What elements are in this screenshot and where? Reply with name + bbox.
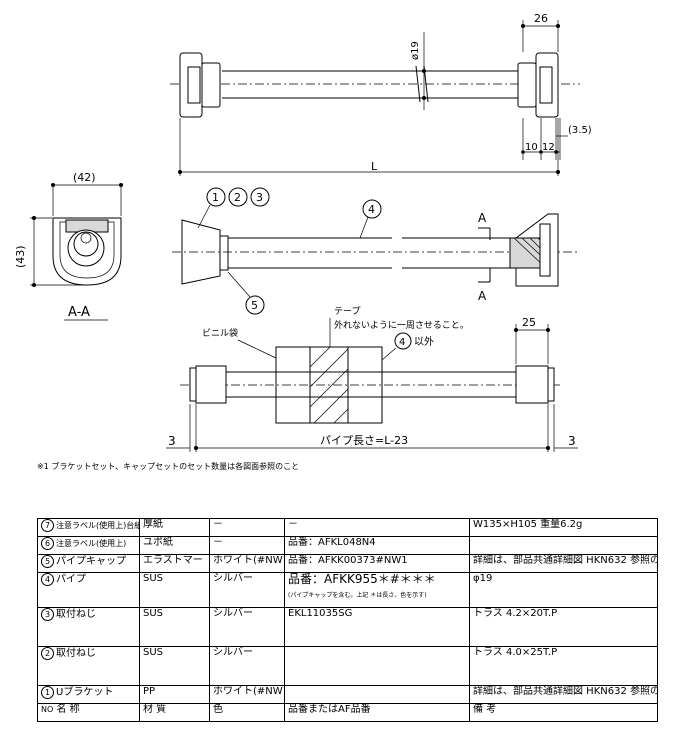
header-part-no: 品番またはAF品番 (284, 703, 470, 722)
dim-42: (42) (73, 171, 96, 184)
dim-25: 25 (522, 316, 536, 329)
balloon-5: 5 (251, 299, 258, 312)
dim-26: 26 (534, 12, 548, 25)
row3-remarks: トラス 4.2×20T.P (469, 607, 658, 647)
dim-pipe-length: パイプ長さ=L-23 (320, 434, 408, 447)
section-marker-a-bottom: A (478, 289, 487, 303)
dim-10: 10 (525, 142, 538, 153)
section-label: A-A (68, 305, 90, 320)
label-tape-note: 外れないように一周させること。 (334, 319, 469, 331)
balloon-1: 1 (212, 191, 219, 204)
row3-material: SUS (139, 607, 210, 647)
row1-part-no (284, 685, 470, 704)
section-marker-a-top: A (478, 211, 487, 225)
row5-remarks: 詳細は、部品共通詳細図 HKN632 参照のこと (469, 554, 658, 573)
row5-material: エラストマー (139, 554, 210, 573)
header-material: 材 質 (139, 703, 210, 722)
row6-material: ユポ紙 (139, 536, 210, 555)
row3-part-no: EKL11035SG (284, 607, 470, 647)
row3-color: シルバー (209, 607, 285, 647)
row6-color: － (209, 536, 285, 555)
section-a-a-view: (42) (43) A-A (14, 171, 123, 321)
dim-end-right: 3 (568, 434, 576, 448)
side-view: A A 1 2 3 4 5 (172, 187, 580, 315)
row6-remarks (469, 536, 658, 555)
row5-part-no: 品番：AFKK00373#NW1 (284, 554, 470, 573)
row7-material: 厚紙 (139, 518, 210, 537)
footnote: ※1 ブラケットセット、キャップセットのセット数量は各図面参照のこと (37, 461, 299, 471)
balloon-2: 2 (234, 191, 241, 204)
label-other-than: 以外 (414, 336, 434, 348)
row4-remarks: φ19 (469, 572, 658, 608)
row2-part-no (284, 646, 470, 686)
row7-remarks: W135×H105 重量6.2g (469, 518, 658, 537)
dim-12: 12 (542, 142, 555, 153)
header-color: 色 (209, 703, 285, 722)
header-no-name: NO 名 称 (37, 703, 140, 722)
packaging-view: テープ 外れないように一周させること。 ビニル袋 4 以外 25 3 3 パイプ… (166, 306, 578, 452)
dim-43: (43) (14, 245, 27, 268)
row4-part-no: 品番：AFKK955＊#＊＊＊(パイプキャップを含む。上記 ＊は長さ、色を示す) (284, 572, 470, 608)
top-view: 26 ø19 10 12 (3.5) L (170, 12, 592, 176)
row4-color: シルバー (209, 572, 285, 608)
balloon-4: 4 (368, 203, 375, 216)
header-remarks: 備 考 (469, 703, 658, 722)
dim-L: L (371, 160, 378, 173)
row2-color: シルバー (209, 646, 285, 686)
balloon-3: 3 (256, 191, 263, 204)
dim-3-5: (3.5) (568, 125, 592, 136)
table-header-row: NO 名 称 材 質 色 品番またはAF品番 備 考 (37, 703, 658, 722)
row2-remarks: トラス 4.0×25T.P (469, 646, 658, 686)
row7-part-no: － (284, 518, 470, 537)
row6-part-no: 品番：AFKL048N4 (284, 536, 470, 555)
balloon-4-other: 4 (399, 337, 405, 348)
row2-material: SUS (139, 646, 210, 686)
row1-material: PP (139, 685, 210, 704)
row1-color: ホワイト(#NW1) (209, 685, 285, 704)
row1-remarks: 詳細は、部品共通詳細図 HKN632 参照のこと (469, 685, 658, 704)
row7-color: － (209, 518, 285, 537)
row5-color: ホワイト(#NW1) (209, 554, 285, 573)
row4-material: SUS (139, 572, 210, 608)
dim-pipe-dia: ø19 (410, 41, 421, 60)
label-vinyl-bag: ビニル袋 (202, 327, 238, 339)
label-tape: テープ (334, 306, 360, 317)
dim-end-left: 3 (168, 434, 176, 448)
